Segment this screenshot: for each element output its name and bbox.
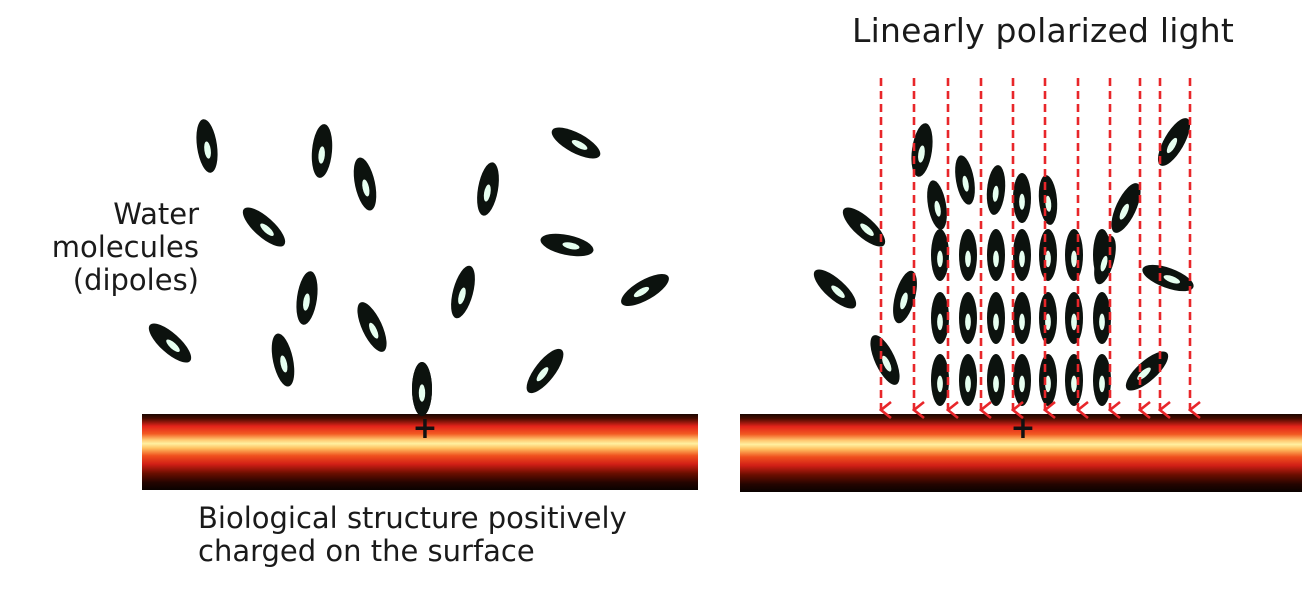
water-dipole-left — [353, 157, 377, 211]
water-molecules-label: Water molecules (dipoles) — [0, 198, 199, 297]
water-dipole-left — [271, 333, 295, 387]
water-dipole-aligned — [1065, 354, 1083, 406]
water-label-line-3: (dipoles) — [72, 263, 199, 297]
surface-label: Biological structure positively charged … — [198, 502, 627, 568]
water-dipole-right — [842, 207, 886, 247]
water-dipole-left — [477, 162, 499, 216]
water-dipole-aligned — [1093, 292, 1111, 344]
water-dipole-left — [551, 127, 601, 159]
water-dipole-aligned — [1013, 292, 1031, 344]
water-dipole-aligned — [986, 165, 1006, 215]
left-surface-bar — [142, 414, 698, 490]
water-dipole-right — [813, 269, 857, 309]
water-dipole-aligned — [987, 229, 1005, 281]
water-label-line-2: molecules — [51, 230, 199, 264]
right-positive-charge-sign: + — [1010, 411, 1035, 446]
water-dipole-right — [1125, 351, 1169, 391]
water-dipole-right — [1157, 118, 1191, 166]
water-dipole-aligned — [987, 354, 1005, 406]
water-dipole-left — [148, 323, 192, 363]
water-dipole-aligned — [931, 354, 949, 406]
water-dipole-left — [311, 124, 333, 178]
water-label-line-1: Water — [113, 197, 199, 231]
polarized-light-label: Linearly polarized light — [852, 11, 1235, 50]
water-dipole-left — [296, 271, 318, 325]
water-dipole-aligned — [987, 292, 1005, 344]
water-dipole-aligned — [1039, 292, 1057, 344]
water-dipole-attached — [412, 362, 432, 416]
water-dipole-aligned — [1013, 173, 1031, 223]
water-dipole-left — [196, 119, 218, 173]
water-dipole-aligned — [931, 229, 949, 281]
water-dipole-aligned — [1039, 354, 1057, 406]
water-dipole-left — [242, 207, 286, 247]
water-dipole-aligned — [955, 155, 975, 205]
water-dipole-aligned — [959, 229, 977, 281]
water-dipole-aligned — [1039, 229, 1057, 281]
surface-label-line-1: Biological structure positively — [198, 501, 627, 535]
water-dipole-aligned — [931, 292, 949, 344]
water-dipole-aligned — [1065, 229, 1083, 281]
water-dipole-left — [451, 265, 475, 319]
water-dipole-right — [870, 335, 900, 385]
water-dipole-aligned — [1093, 354, 1111, 406]
polarized-light-arrows — [881, 78, 1190, 410]
surface-label-line-2: charged on the surface — [198, 534, 535, 568]
water-dipole-aligned — [927, 180, 947, 230]
water-dipole-aligned — [1013, 229, 1031, 281]
water-dipole-aligned — [1065, 292, 1083, 344]
water-dipole-left — [526, 348, 564, 394]
water-dipole-left — [540, 233, 594, 257]
left-positive-charge-sign: + — [412, 411, 437, 446]
water-dipole-right — [911, 123, 933, 177]
left-dipole-group — [148, 119, 669, 416]
water-dipole-right — [1142, 264, 1194, 292]
water-dipole-right — [1111, 183, 1141, 233]
water-dipole-aligned — [1013, 354, 1031, 406]
water-dipole-aligned — [1038, 175, 1058, 225]
water-dipole-aligned — [959, 354, 977, 406]
right-dipole-group — [813, 118, 1194, 406]
right-surface-bar — [740, 414, 1302, 492]
water-dipole-right — [893, 270, 917, 324]
water-dipole-left — [357, 302, 387, 352]
water-dipole-left — [621, 273, 669, 307]
water-dipole-aligned — [959, 292, 977, 344]
